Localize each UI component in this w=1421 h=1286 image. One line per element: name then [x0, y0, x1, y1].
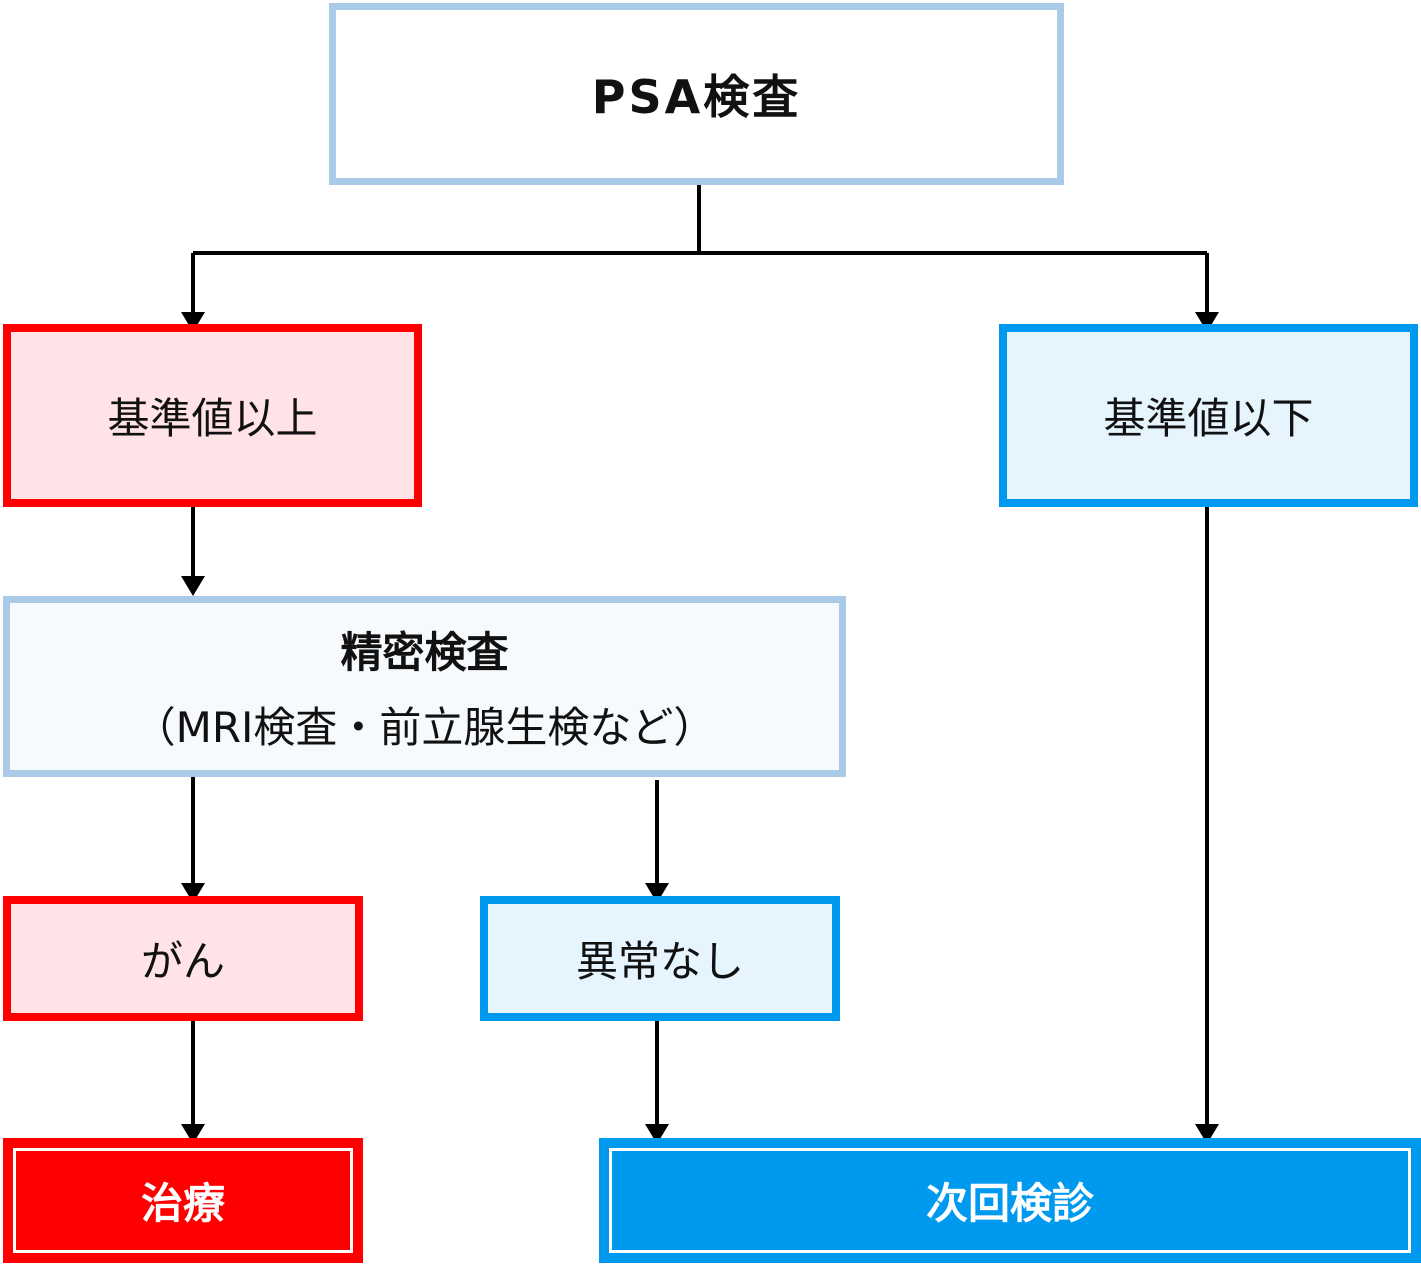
below-reference-label: 基準値以下 — [1103, 394, 1314, 443]
arrowhead-cancer — [181, 883, 205, 903]
psa-test-node: PSA検査 — [329, 3, 1064, 185]
next-checkup-label: 次回検診 — [925, 1179, 1094, 1228]
treatment-label: 治療 — [140, 1179, 225, 1228]
next-checkup-node: 次回検診 — [599, 1138, 1421, 1263]
arrowhead-below — [1195, 312, 1219, 332]
arrowhead-next-right — [1195, 1124, 1219, 1144]
arrowhead-detail — [181, 576, 205, 596]
treatment-node: 治療 — [3, 1138, 363, 1263]
psa-test-label: PSA検査 — [591, 70, 802, 124]
cancer-label: がん — [140, 937, 225, 986]
cancer-node: がん — [3, 896, 363, 1021]
detailed-exam-node: 精密検査 （MRI検査・前立腺生検など） — [3, 596, 846, 777]
below-reference-node: 基準値以下 — [999, 324, 1418, 507]
above-reference-label: 基準値以上 — [107, 394, 318, 443]
detailed-exam-title: 精密検査 — [340, 627, 509, 677]
detailed-exam-subtitle: （MRI検査・前立腺生検など） — [133, 702, 716, 752]
arrowhead-above — [181, 312, 205, 332]
no-abnormality-node: 異常なし — [480, 896, 840, 1021]
arrowhead-treatment — [181, 1124, 205, 1144]
above-reference-node: 基準値以上 — [3, 324, 422, 507]
arrowhead-normal — [645, 883, 669, 903]
arrowhead-next-left — [645, 1124, 669, 1144]
no-abnormality-label: 異常なし — [575, 937, 744, 986]
